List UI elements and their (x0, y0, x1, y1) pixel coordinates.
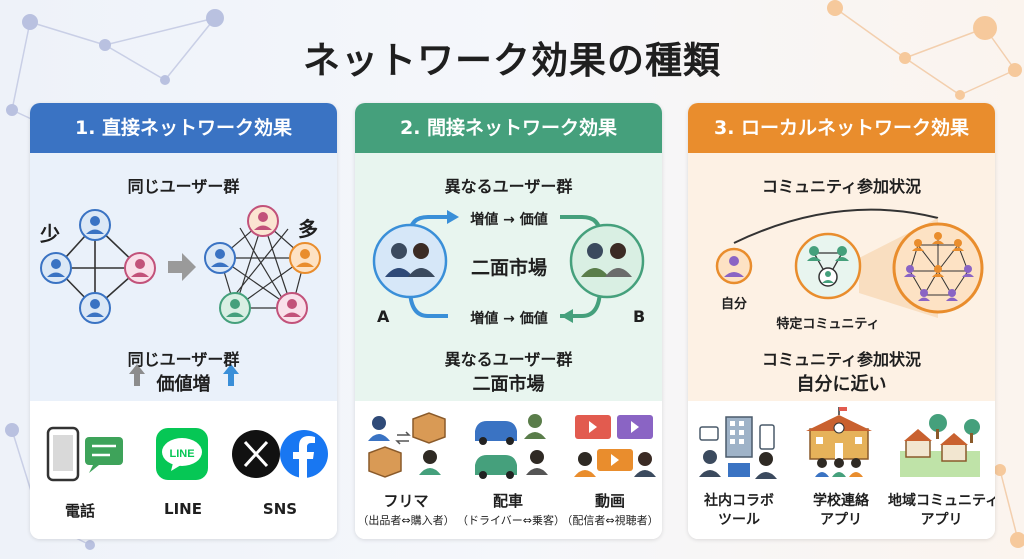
panel-indirect-network-effect: 2. 間接ネットワーク効果 異なるユーザー群 (355, 103, 662, 539)
example-label: SNS (262, 500, 298, 518)
user-avatar-icon (204, 242, 236, 274)
panel-diagram-area: 異なるユーザー群 増値 → 価値 二面市場 (355, 153, 662, 401)
user-avatar-icon (79, 209, 111, 241)
user-avatar-icon (219, 292, 251, 324)
bottom-label: 同じユーザー群 (127, 350, 240, 369)
bottom-label-2: 自分に近い (796, 374, 887, 395)
x-facebook-icon (232, 430, 328, 478)
large-community-icon (892, 222, 984, 314)
arrow-up-icon (223, 364, 239, 386)
example-label: フリマ (383, 492, 429, 510)
panel-local-network-effect: 3. ローカルネットワーク効果 コミュニティ参加状況 (688, 103, 995, 539)
arrow-bottom-label: 増値 → 価値 (470, 311, 548, 327)
example-label: 社内コラボ (704, 493, 774, 509)
top-label: 同じユーザー群 (127, 177, 240, 196)
user-avatar-icon (40, 252, 72, 284)
specific-community-icon (794, 232, 862, 300)
local-network-diagram (715, 208, 984, 318)
example-sub-label: （ドライバー⇔乗客） (457, 514, 565, 527)
top-label: 異なるユーザー群 (444, 177, 573, 196)
two-sided-market-diagram (372, 210, 645, 323)
example-label: 電話 (64, 502, 95, 520)
panel-direct-network-effect: 1. 直接ネットワーク効果 同じユーザー群 少 多 (30, 103, 337, 539)
panel-header: 3. ローカルネットワーク効果 (688, 103, 995, 153)
svg-text:LINE: LINE (169, 448, 194, 460)
user-avatar-icon (124, 252, 156, 284)
examples-row: LINE 電話 LINE SNS (30, 401, 337, 539)
user-group-a-icon (372, 223, 448, 299)
panel-diagram-area: 同じユーザー群 少 多 (30, 153, 337, 401)
center-label: 二面市場 (470, 257, 547, 279)
arrow-right-icon (168, 253, 196, 281)
bottom-label-2: 二面市場 (472, 374, 545, 395)
user-avatar-icon (247, 205, 279, 237)
example-label: 配車 (492, 492, 523, 510)
panel-diagram-area: コミュニティ参加状況 (688, 153, 995, 401)
office-collab-icon (699, 416, 777, 479)
flea-market-icon (368, 412, 446, 478)
example-sub-label: （出品者⇔購入者） (357, 514, 455, 527)
video-icon (574, 415, 656, 477)
self-avatar-icon (715, 247, 753, 285)
ride-hailing-icon (475, 414, 548, 479)
few-label: 少 (40, 222, 60, 246)
line-app-icon: LINE (156, 428, 208, 480)
top-label: コミュニティ参加状況 (761, 177, 922, 196)
page-title: ネットワーク効果の種類 (303, 39, 721, 82)
user-avatar-icon (289, 242, 321, 274)
direct-network-diagram (40, 205, 321, 386)
examples-row: 社内コラボ ツール 学校連絡 アプリ 地域コミュニティ アプリ (688, 401, 995, 539)
bottom-label: 異なるユーザー群 (444, 350, 573, 369)
example-label: 学校連絡 (813, 493, 869, 509)
example-label: LINE (164, 500, 202, 518)
school-icon (806, 407, 872, 477)
value-increase-label: 価値増 (156, 374, 211, 395)
example-label: 動画 (594, 492, 625, 510)
side-b-label: B (633, 307, 646, 326)
self-label: 自分 (720, 297, 747, 312)
example-label-2: アプリ (820, 512, 862, 528)
example-label-2: ツール (718, 512, 760, 528)
user-avatar-icon (79, 292, 111, 324)
panel-header: 1. 直接ネットワーク効果 (30, 103, 337, 153)
arrow-up-icon (129, 364, 145, 386)
arrow-top-label: 増値 → 価値 (470, 212, 548, 228)
user-group-b-icon (569, 223, 645, 299)
phone-chat-icon (46, 426, 123, 482)
panel-header: 2. 間接ネットワーク効果 (355, 103, 662, 153)
examples-row: フリマ （出品者⇔購入者） 配車 （ドライバー⇔乗客） 動画 （配信者⇔視聴者） (355, 401, 662, 539)
example-label-2: アプリ (920, 512, 963, 528)
many-label: 多 (298, 217, 318, 241)
town-icon (900, 414, 980, 477)
example-label: 地域コミュニティ (888, 493, 995, 509)
user-avatar-icon (276, 292, 308, 324)
side-a-label: A (377, 307, 390, 326)
example-sub-label: （配信者⇔視聴者） (561, 514, 659, 527)
specific-community-label: 特定コミュニティ (776, 317, 880, 332)
bottom-label: コミュニティ参加状況 (761, 350, 922, 369)
